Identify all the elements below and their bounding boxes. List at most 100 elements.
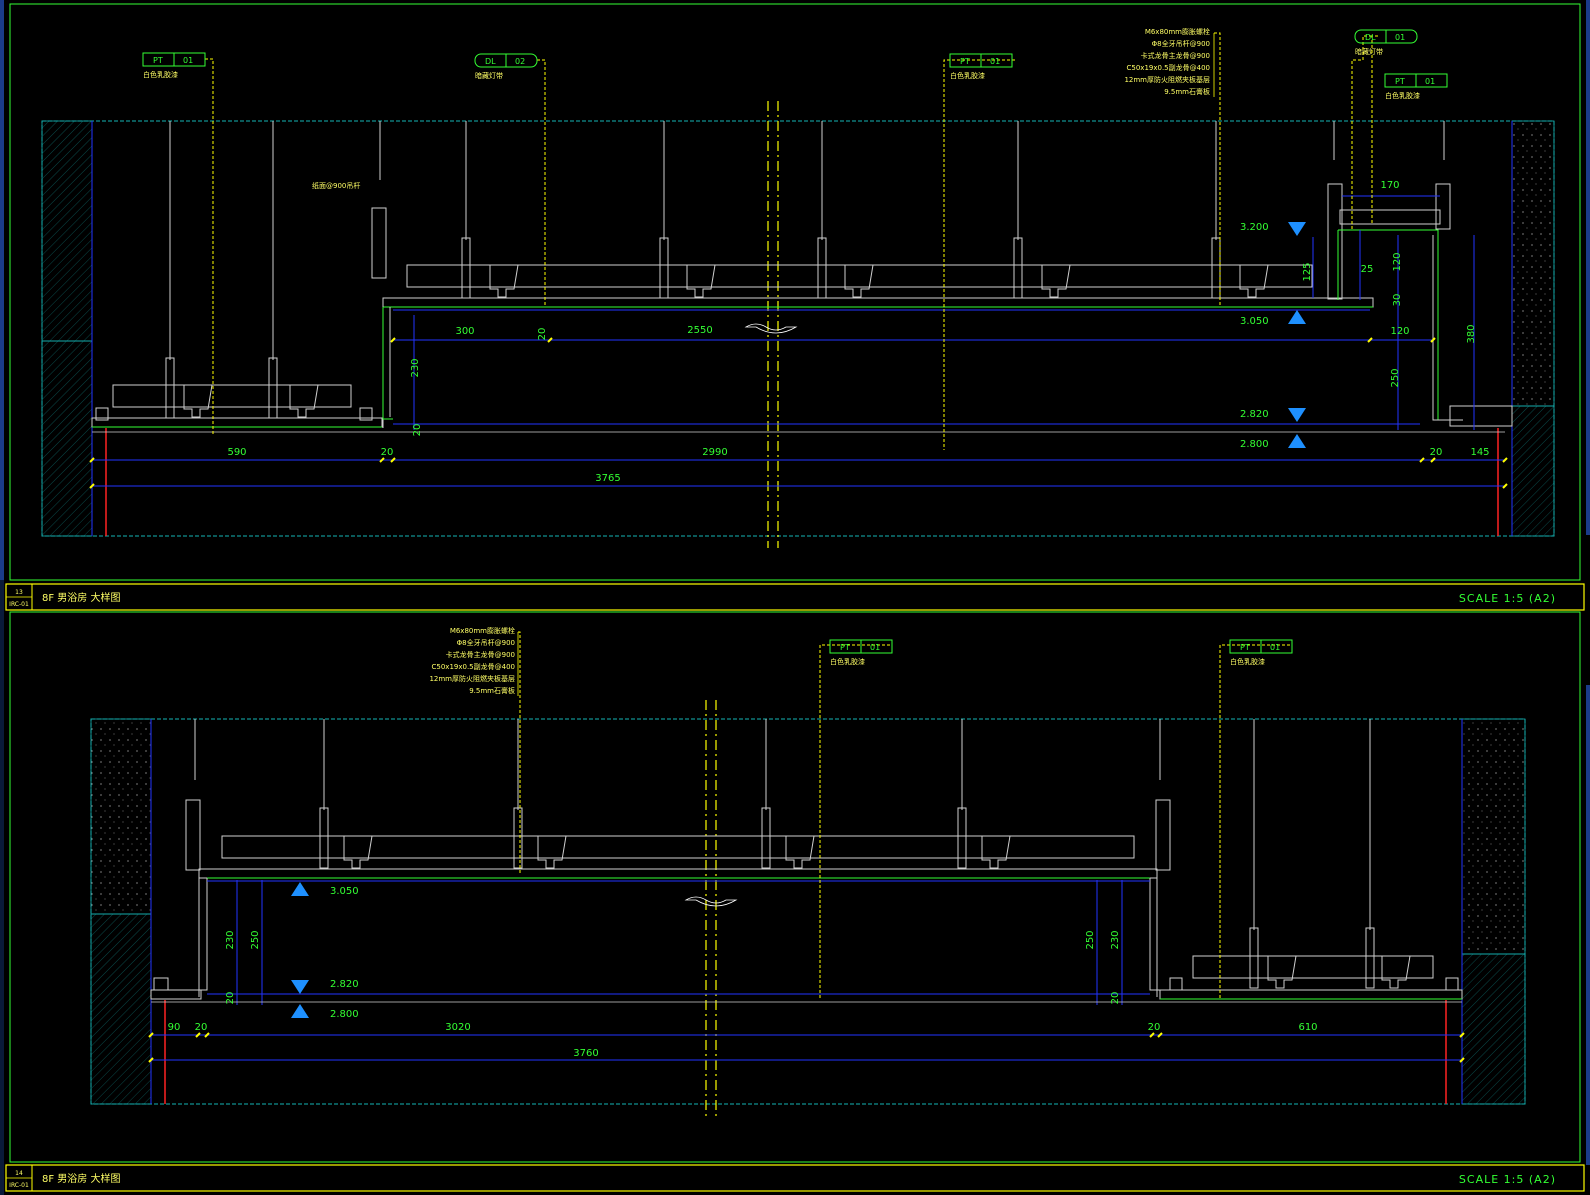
dimension-14-10: 230 xyxy=(1110,930,1121,949)
material-tag-13-0-text: 白色乳胶漆 xyxy=(143,70,178,79)
dimension-13-17: 250 xyxy=(1390,368,1401,387)
material-tag-14-1-num: 01 xyxy=(1270,643,1280,652)
side-note-13: 纸面@900吊杆 xyxy=(312,181,360,190)
level-markers-13 xyxy=(1288,222,1306,448)
dimension-13-11: 170 xyxy=(1380,180,1399,191)
dimension-ticks-14 xyxy=(148,1032,1465,1063)
dimension-13-5: 590 xyxy=(227,447,246,458)
right-wall-14 xyxy=(1461,718,1526,955)
right-wall-lower-14 xyxy=(1461,953,1526,1105)
dimension-13-1: 20 xyxy=(537,328,548,341)
material-tag-13-0-code: PT xyxy=(153,56,163,65)
material-tag-14-0-code: PT xyxy=(840,643,850,652)
main-channels-13 xyxy=(112,264,1313,418)
dimension-ticks-13 xyxy=(89,337,1508,489)
level-label-13-3: 2.800 xyxy=(1240,439,1269,450)
sheet-code-13: IRC-01 xyxy=(9,601,29,608)
right-wall-13 xyxy=(1511,120,1555,407)
dimension-lines-13 xyxy=(92,195,1505,487)
material-tag-13-4-num: 01 xyxy=(1425,77,1435,86)
dimension-lines-14 xyxy=(151,880,1462,1061)
material-tag-13-3-text: 暗藏灯带 xyxy=(1355,47,1383,56)
material-tag-14-1-code: PT xyxy=(1240,643,1250,652)
material-tag-13-3 xyxy=(1354,29,1418,44)
dimension-14-2: 20 xyxy=(225,992,236,1005)
dimension-13-12: 125 xyxy=(1302,262,1313,281)
dimension-13-10: 3765 xyxy=(595,473,620,484)
dimension-13-18: 380 xyxy=(1466,324,1477,343)
left-scroll-track[interactable] xyxy=(0,0,4,1195)
left-wall-lower-14 xyxy=(90,913,152,1105)
material-tag-14-1-text: 白色乳胶漆 xyxy=(1230,657,1265,666)
material-tag-13-0-num: 01 xyxy=(183,56,193,65)
drawing-scale-14: SCALE 1:5 (A2) xyxy=(1459,1173,1556,1186)
drawing-14 xyxy=(9,611,1581,1163)
drawing-13 xyxy=(9,3,1581,581)
material-tag-13-1-num: 02 xyxy=(515,57,525,66)
drawing-title-14: 8F 男浴房 大样图 xyxy=(42,1172,120,1185)
material-tag-13-2-code: PT xyxy=(960,57,970,66)
material-tag-13-2-num: 01 xyxy=(990,57,1000,66)
level-label-13-2: 2.820 xyxy=(1240,409,1269,420)
dimension-13-15: 30 xyxy=(1392,294,1403,307)
left-wall-lower-13 xyxy=(41,340,93,537)
leaders-14 xyxy=(518,631,1290,1000)
material-tag-13-2 xyxy=(949,53,1013,68)
level-label-13-1: 3.050 xyxy=(1240,316,1269,327)
material-tag-14-0 xyxy=(829,639,893,654)
dimension-13-14: 120 xyxy=(1392,252,1403,271)
material-tag-14-0-text: 白色乳胶漆 xyxy=(830,657,865,666)
break-symbol-14 xyxy=(684,896,738,907)
main-channels-14 xyxy=(221,835,1434,989)
left-wall-13 xyxy=(41,120,93,342)
view-frame-14 xyxy=(9,611,1581,1163)
dimension-14-11: 20 xyxy=(1110,992,1121,1005)
spec-note-14-2: 卡式龙骨主龙骨@900 xyxy=(446,650,515,659)
drawing-number-13: 13 xyxy=(15,589,23,596)
level-markers-14 xyxy=(291,882,309,1018)
spec-note-13-3: C50x19x0.5副龙骨@400 xyxy=(1127,63,1210,72)
material-tag-13-1-code: DL xyxy=(485,57,496,66)
drawing-title-13: 8F 男浴房 大样图 xyxy=(42,591,120,604)
dimension-14-5: 3020 xyxy=(445,1022,470,1033)
hangers-14 xyxy=(194,719,1371,930)
dimension-13-4: 20 xyxy=(412,424,423,437)
material-tag-14-0-num: 01 xyxy=(870,643,880,652)
material-tag-14-1 xyxy=(1229,639,1293,654)
left-wall-14 xyxy=(90,718,152,915)
dimension-13-13: 25 xyxy=(1361,264,1374,275)
right-wall-lower-13 xyxy=(1511,405,1555,537)
level-label-13-0: 3.200 xyxy=(1240,222,1269,233)
ceiling-board-upper-13 xyxy=(91,183,1513,428)
sheet-code-14: IRC-01 xyxy=(9,1182,29,1189)
break-symbol-13 xyxy=(744,323,798,334)
dimension-14-3: 90 xyxy=(168,1022,181,1033)
level-label-14-2: 2.800 xyxy=(330,1009,359,1020)
right-scroll-thumb-top[interactable] xyxy=(1586,0,1590,535)
left-scroll-thumb[interactable] xyxy=(0,0,4,580)
material-tag-13-3-code: DL xyxy=(1365,33,1376,42)
dimension-13-8: 20 xyxy=(1430,447,1443,458)
dimension-13-3: 230 xyxy=(410,358,421,377)
ceiling-board-14 xyxy=(150,799,1463,1000)
hanger-clips-14 xyxy=(319,807,1375,989)
dimension-14-1: 250 xyxy=(250,930,261,949)
spec-note-14-3: C50x19x0.5副龙骨@400 xyxy=(432,662,515,671)
text-layer: PT 01 白色乳胶漆 DL 02 暗藏灯带 PT 01 白色乳胶漆 DL 01 暗藏灯带 PT 01 白色… xyxy=(9,27,1556,1189)
spec-note-14-1: Φ8全牙吊杆@900 xyxy=(457,638,515,647)
dimension-13-9: 145 xyxy=(1470,447,1489,458)
dimension-13-7: 2990 xyxy=(702,447,727,458)
material-tag-13-2-text: 白色乳胶漆 xyxy=(950,71,985,80)
dimension-13-2: 2550 xyxy=(687,325,712,336)
right-scroll-thumb-bottom[interactable] xyxy=(1586,685,1590,1165)
dimension-14-8: 3760 xyxy=(573,1048,598,1059)
detail-boundary-14 xyxy=(90,718,1526,1105)
hangers-upper-13 xyxy=(169,121,1445,360)
spec-note-13-2: 卡式龙骨主龙骨@900 xyxy=(1141,51,1210,60)
spec-note-13-4: 12mm厚防火阻燃夹板基层 xyxy=(1124,75,1210,84)
title-bar-13 xyxy=(5,583,1585,611)
dimension-14-4: 20 xyxy=(195,1022,208,1033)
material-tag-13-1-text: 暗藏灯带 xyxy=(475,71,503,80)
view-frame-13 xyxy=(9,3,1581,581)
